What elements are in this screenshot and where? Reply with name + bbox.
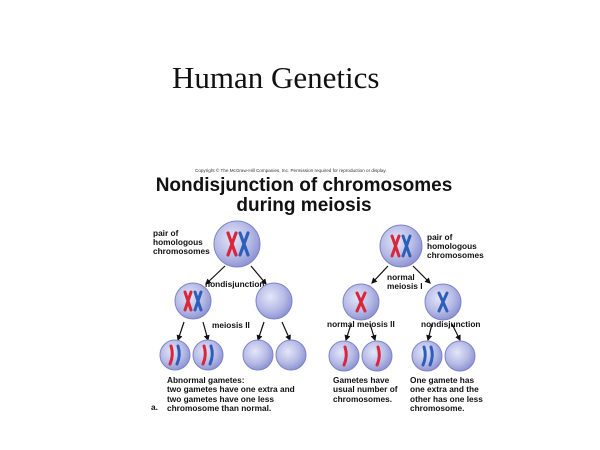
right-normal-meiosis-ii-label: normal meiosis II — [327, 319, 395, 329]
left-gamete-4 — [275, 339, 307, 371]
arrow-left-a — [205, 265, 226, 285]
left-empty-cell — [255, 282, 293, 320]
arrows — [176, 265, 461, 342]
right-nondisjunction-label: nondisjunction — [421, 319, 481, 329]
left-pair-label: pair of homologous chromosomes — [153, 229, 210, 256]
right-caption-right-line3: other has one less — [410, 393, 483, 404]
right-step1-line2: meiosis I — [387, 281, 423, 291]
arrow-left-e — [256, 321, 265, 342]
right-gamete-1 — [328, 340, 360, 372]
right-normal-meiosis-i-label: normal meiosis I — [387, 273, 423, 291]
figure-title-line2: during meiosis — [236, 195, 372, 216]
right-gamete-4 — [444, 340, 476, 372]
left-pair-label-line1: pair of — [153, 228, 179, 238]
right-gamete-3 — [411, 340, 443, 372]
left-caption: Abnormal gametes: two gametes have one e… — [167, 375, 295, 414]
arrow-right-a — [371, 265, 389, 284]
right-parent-cell — [379, 224, 423, 268]
right-gamete-2 — [361, 340, 393, 372]
left-caption-line1: Abnormal gametes: — [167, 375, 245, 385]
right-caption-right-line2: one extra and the — [410, 384, 479, 395]
right-step1-line1: normal — [387, 272, 415, 282]
arrow-right-e — [426, 323, 433, 342]
left-caption-line3: two gametes have one less — [167, 393, 274, 404]
figure-title: Nondisjunction of chromosomes during mei… — [0, 176, 600, 216]
right-pair-label-line2: homologous — [427, 241, 477, 251]
right-pair-label-line3: chromosomes — [427, 250, 484, 260]
arrow-left-f — [281, 321, 291, 342]
arrow-right-d — [369, 323, 377, 342]
left-gamete-2 — [192, 339, 224, 371]
left-gamete-3 — [242, 339, 274, 371]
arrow-right-c — [344, 323, 352, 342]
left-nondisjunction-label: nondisjunction — [205, 279, 265, 289]
left-pair-label-line2: homologous — [153, 237, 203, 247]
right-pair-label: pair of homologous chromosomes — [427, 233, 484, 260]
panel-letter: a. — [151, 402, 158, 412]
left-meiosis-ii-label: meiosis II — [212, 320, 250, 330]
right-caption-left-line3: chromosomes. — [333, 393, 393, 404]
right-caption-left-line1: Gametes have — [333, 375, 390, 385]
right-cell-blue — [424, 283, 462, 321]
arrow-left-b — [250, 265, 267, 285]
left-caption-line4: chromosome than normal. — [167, 403, 272, 414]
slide-title: Human Genetics — [172, 60, 380, 95]
right-pair-label-line1: pair of — [427, 232, 453, 242]
left-pair-label-line3: chromosomes — [153, 246, 210, 256]
left-caption-line2: two gametes have one extra and — [167, 384, 295, 395]
arrow-left-d — [202, 321, 210, 342]
figure-title-line1: Nondisjunction of chromosomes — [155, 175, 453, 196]
arrow-left-c — [176, 321, 185, 342]
right-caption-right: One gamete has one extra and the other h… — [410, 375, 483, 414]
right-cell-red — [342, 283, 380, 321]
arrow-right-f — [451, 323, 461, 342]
left-parent-cell — [213, 220, 261, 268]
left-cell-with-pair — [174, 282, 212, 320]
right-caption-left: Gametes have usual number of chromosomes… — [333, 375, 398, 404]
copyright-notice: Copyright © The McGraw-Hill Companies, I… — [195, 168, 387, 173]
left-gamete-1 — [159, 339, 191, 371]
arrow-right-b — [412, 265, 431, 284]
right-caption-left-line2: usual number of — [333, 384, 398, 395]
right-caption-right-line4: chromosome. — [410, 403, 465, 414]
right-caption-right-line1: One gamete has — [410, 375, 475, 385]
